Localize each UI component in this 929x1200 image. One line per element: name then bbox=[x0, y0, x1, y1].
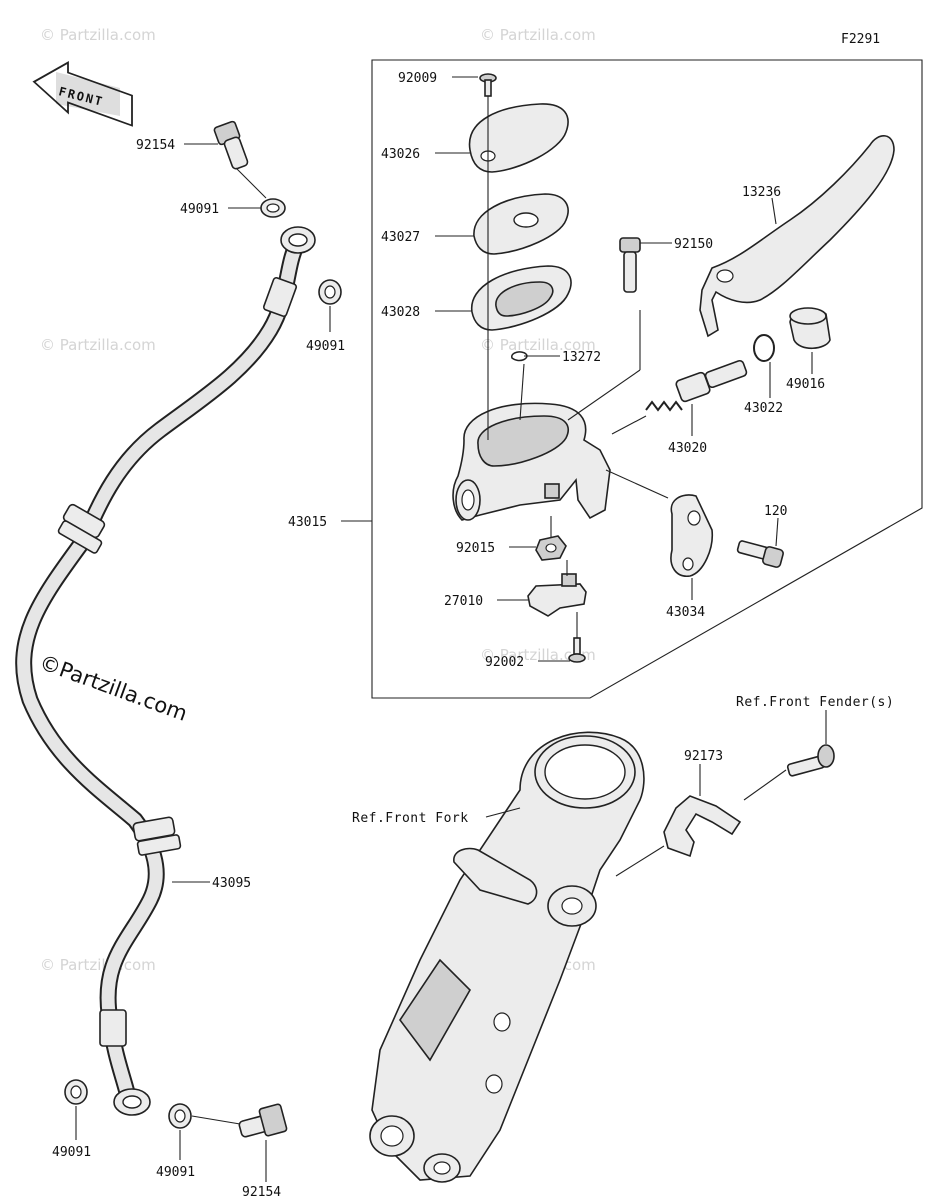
part-label: 43028 bbox=[381, 305, 420, 320]
part-label: 43095 bbox=[212, 876, 251, 891]
part-label: 27010 bbox=[444, 594, 483, 609]
part-label: 92015 bbox=[456, 541, 495, 556]
snap-ring-icon bbox=[753, 334, 775, 362]
part-label: 43015 bbox=[288, 515, 327, 530]
brake-switch-icon bbox=[527, 573, 587, 617]
part-label: 49091 bbox=[156, 1165, 195, 1180]
front-arrow-icon: FRONT bbox=[32, 60, 133, 127]
bolt-120-icon bbox=[736, 540, 784, 568]
reservoir-cap-icon bbox=[468, 103, 569, 173]
pivot-bolt-icon bbox=[619, 237, 641, 293]
part-label: 92002 bbox=[485, 655, 524, 670]
part-labels: 92009 43026 43027 43028 13272 43015 9201… bbox=[52, 71, 894, 1200]
bolt-fender-icon bbox=[786, 744, 835, 777]
banjo-bolt-bottom-icon bbox=[238, 1103, 288, 1138]
part-label: 49091 bbox=[306, 339, 345, 354]
master-cylinder-body-icon bbox=[452, 402, 611, 521]
part-label: 92009 bbox=[398, 71, 437, 86]
assembly-outline bbox=[371, 59, 923, 699]
watermark: © Partzilla.com bbox=[40, 956, 156, 974]
part-label: 49091 bbox=[52, 1145, 91, 1160]
part-label: 92150 bbox=[674, 237, 713, 252]
diagram-code: F2291 bbox=[841, 32, 880, 47]
diaphragm-icon bbox=[471, 265, 572, 331]
part-label: 13272 bbox=[562, 350, 601, 365]
clamp-icon bbox=[670, 494, 714, 577]
part-label: 49091 bbox=[180, 202, 219, 217]
banjo-bolt-top-icon bbox=[213, 120, 249, 170]
part-label: 92154 bbox=[242, 1185, 281, 1200]
part-label: 92154 bbox=[136, 138, 175, 153]
watermark: © Partzilla.com bbox=[40, 336, 156, 354]
watermark: © Partzilla.com bbox=[40, 26, 156, 44]
part-label: 43027 bbox=[381, 230, 420, 245]
nut-92015-icon bbox=[535, 535, 567, 561]
screw-92009-icon bbox=[479, 73, 497, 97]
part-label: 43026 bbox=[381, 147, 420, 162]
part-label: 43020 bbox=[668, 441, 707, 456]
part-label: 120 bbox=[764, 504, 787, 519]
part-label: 92173 bbox=[684, 749, 723, 764]
reference-label: Ref.Front Fender(s) bbox=[736, 695, 894, 710]
watermark: © Partzilla.com bbox=[480, 336, 596, 354]
piston-assembly-icon bbox=[645, 359, 748, 412]
front-fork-icon bbox=[369, 731, 645, 1183]
reference-label: Ref.Front Fork bbox=[352, 811, 469, 826]
part-label: 13236 bbox=[742, 185, 781, 200]
hose-bracket-icon bbox=[663, 795, 742, 858]
watermark-main: ©Partzilla.com bbox=[36, 650, 190, 726]
brake-hose bbox=[15, 226, 316, 1116]
watermark: © Partzilla.com bbox=[480, 646, 596, 664]
brake-lever-icon bbox=[699, 135, 895, 338]
part-label: 43022 bbox=[744, 401, 783, 416]
watermark: © Partzilla.com bbox=[480, 26, 596, 44]
leader-lines bbox=[75, 76, 827, 1182]
clip-13272-icon bbox=[511, 351, 528, 362]
part-label: 49016 bbox=[786, 377, 825, 392]
dust-boot-icon bbox=[789, 307, 831, 350]
part-label: 43034 bbox=[666, 605, 705, 620]
screw-92002-icon bbox=[568, 637, 586, 663]
